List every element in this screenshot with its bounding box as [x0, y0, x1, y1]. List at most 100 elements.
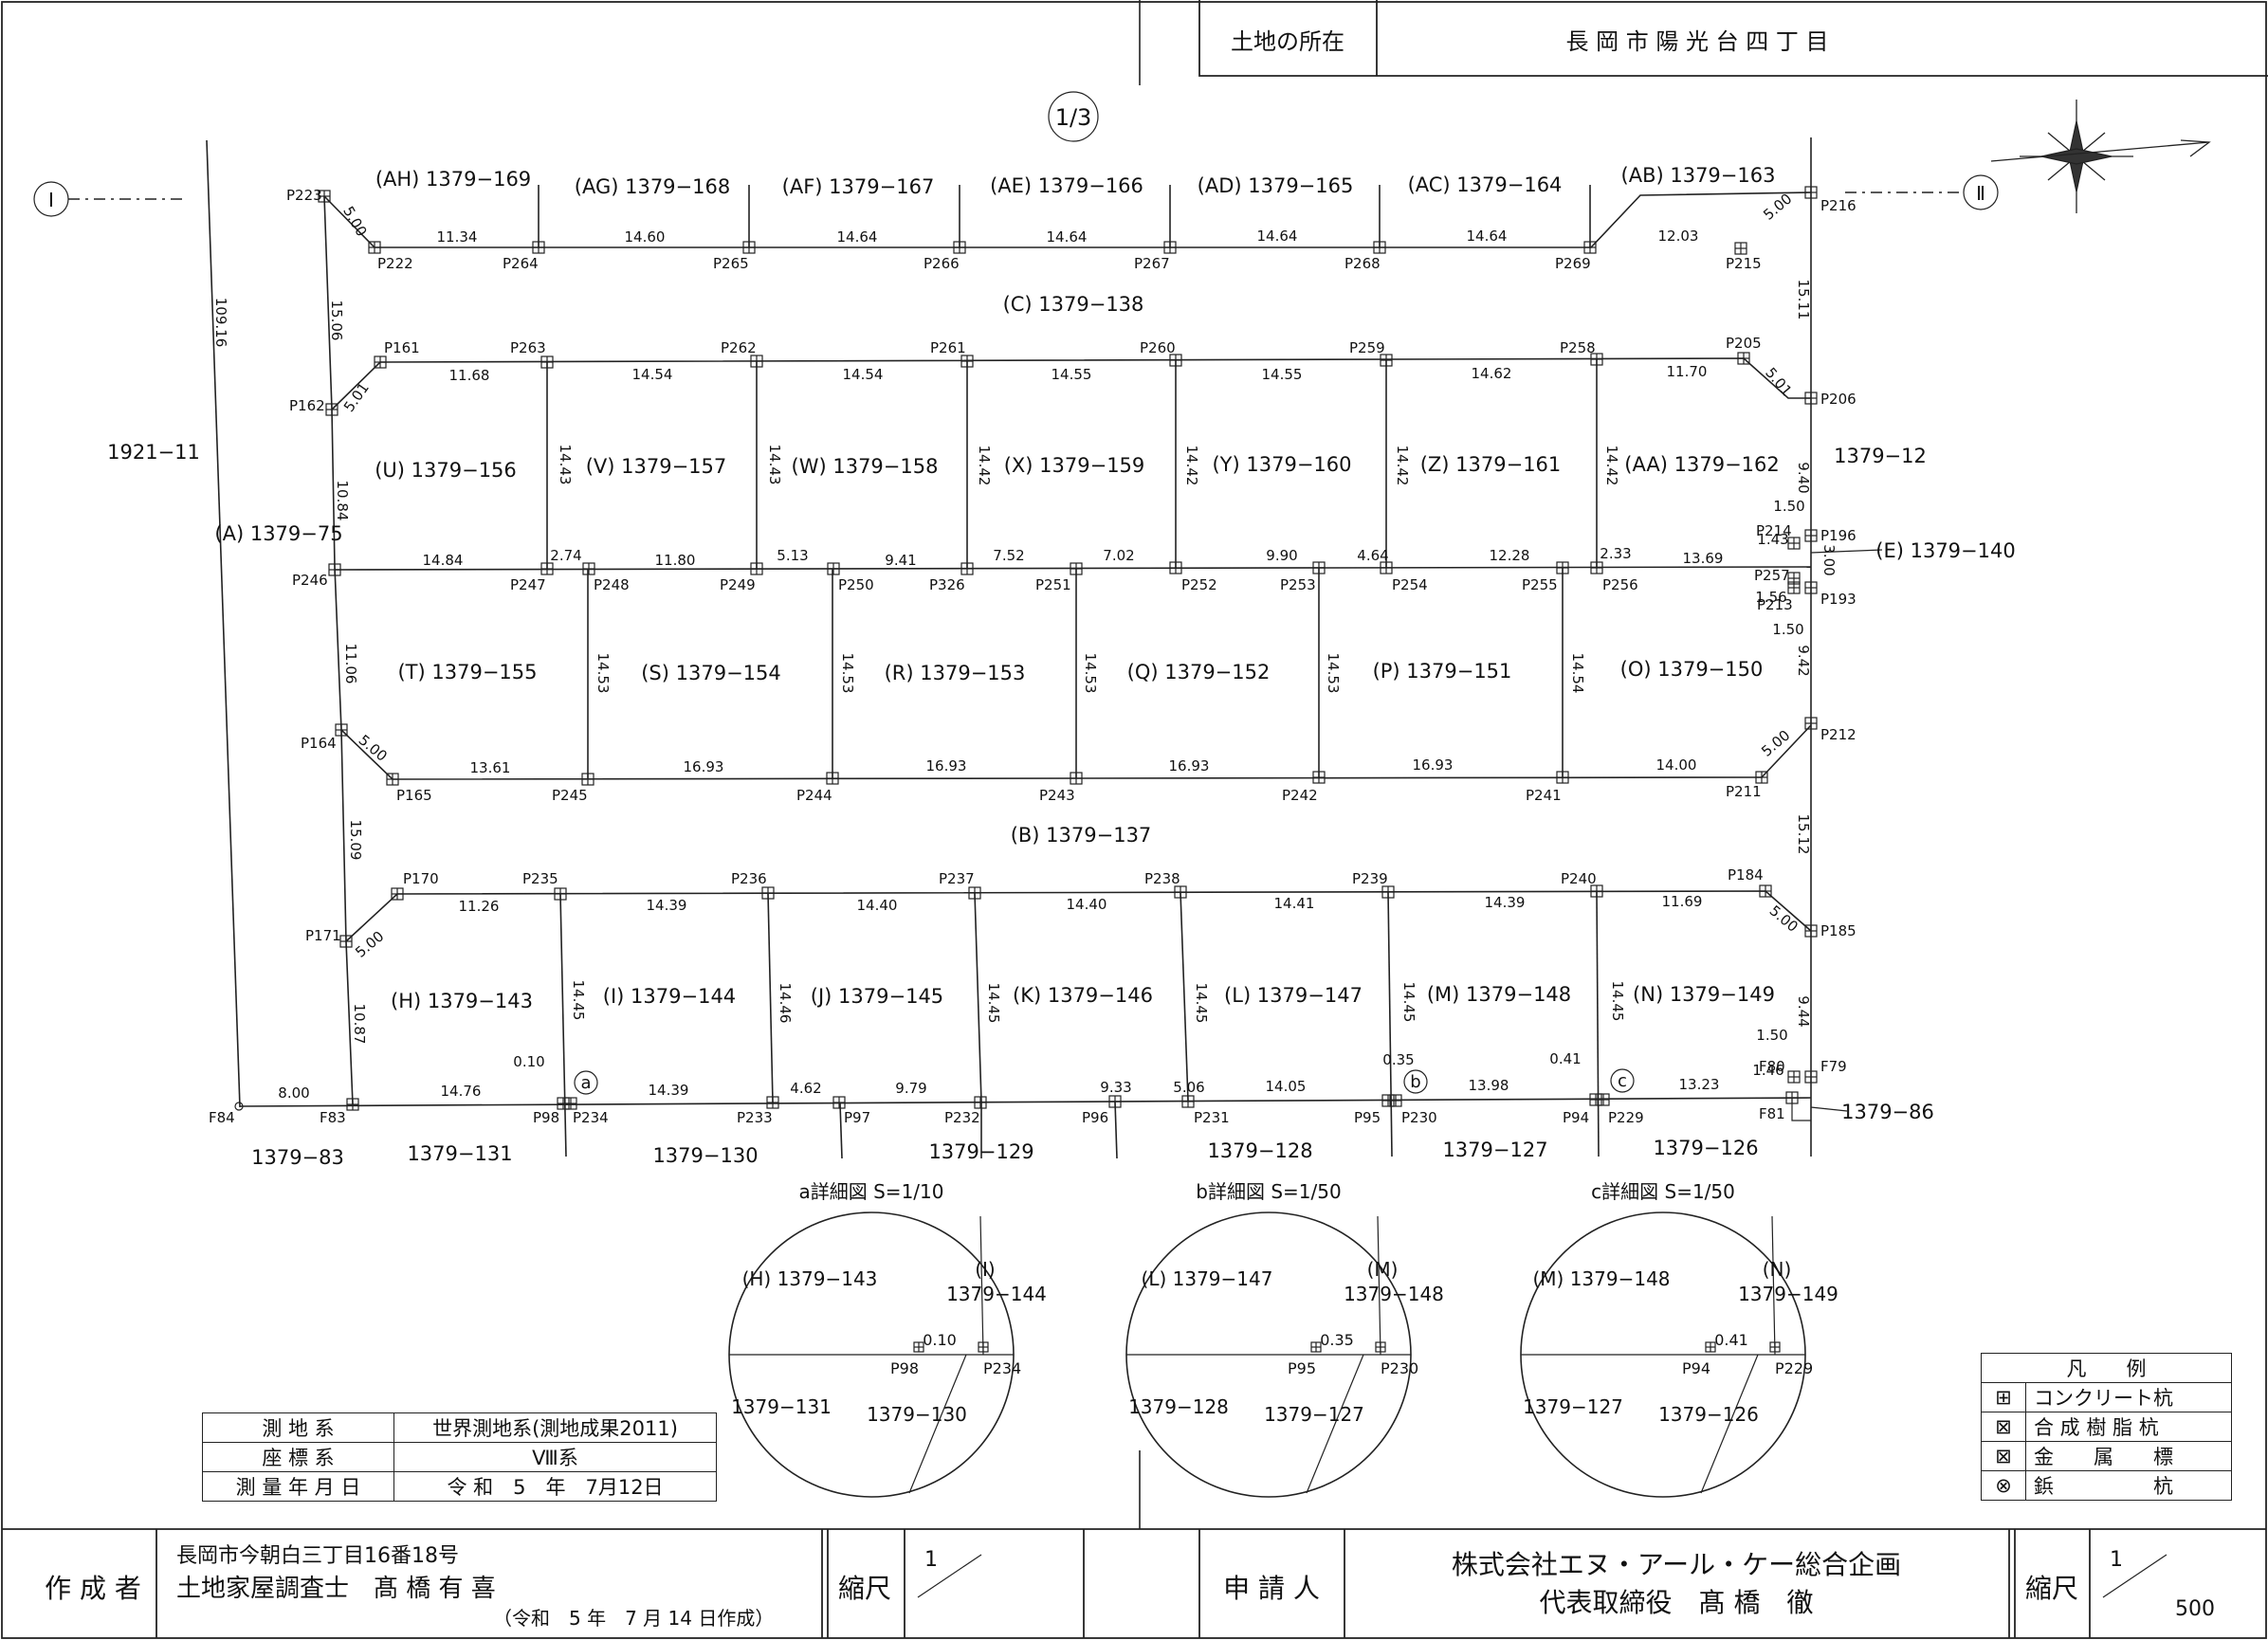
survey-key: 測 地 系 [202, 1412, 394, 1443]
distance-label: 11.06 [342, 644, 359, 684]
survey-stake-marker [234, 1102, 244, 1111]
survey-stake-marker [953, 241, 966, 254]
distance-label: 13.98 [1469, 1077, 1509, 1094]
distance-label: 1.46 [1752, 1062, 1783, 1079]
distance-label: 14.53 [839, 653, 856, 694]
survey-stake-marker [346, 1098, 359, 1111]
distance-label: 3.00 [1820, 544, 1838, 575]
distance-label: 12.03 [1658, 228, 1699, 245]
distance-label: 9.90 [1266, 547, 1297, 564]
concrete-stake-icon: ⊞ [1981, 1382, 2026, 1412]
distance-label: 5.00 [1758, 727, 1793, 760]
survey-stake-marker [974, 1096, 987, 1109]
point-label: P232 [944, 1109, 980, 1126]
detail-label: 1379−144 [946, 1283, 1047, 1305]
distance-label: 14.45 [1193, 983, 1210, 1024]
distance-label: 0.41 [1549, 1050, 1581, 1067]
distance-label: 10.84 [334, 481, 351, 521]
survey-stake-marker [761, 886, 775, 900]
distance-label: 5.01 [340, 379, 373, 415]
distance-label: 8.00 [278, 1084, 309, 1102]
north-arrow-icon [1990, 100, 2211, 213]
survey-stake-marker [1597, 1093, 1610, 1106]
point-label: P161 [384, 339, 420, 356]
detail-label: 1379−149 [1738, 1283, 1838, 1305]
distance-label: 14.42 [976, 446, 993, 486]
distance-label: 13.61 [470, 759, 511, 776]
survey-stake-marker [1312, 561, 1326, 574]
point-label: P265 [713, 255, 749, 272]
scale-right-num: 1 [2110, 1548, 2123, 1572]
scale-label-right: 縮尺 [2025, 1573, 2078, 1604]
parcel-label: (M) 1379−148 [1427, 983, 1571, 1006]
distance-label: 9.40 [1795, 462, 1812, 493]
point-label: P223 [286, 187, 322, 204]
survey-stake-marker [1787, 1070, 1801, 1084]
detail-label: 1379−130 [867, 1403, 967, 1426]
survey-stake-marker [1734, 242, 1747, 255]
survey-stake-marker [564, 1097, 577, 1110]
distance-label: 14.39 [649, 1082, 689, 1099]
point-label: P237 [939, 870, 975, 887]
parcel-label: 1921−11 [107, 441, 200, 464]
survey-stake-marker [1804, 186, 1818, 199]
point-label: P98 [533, 1109, 559, 1126]
distance-label: 5.00 [1766, 902, 1802, 936]
distance-label: 0.35 [1382, 1051, 1414, 1068]
detail-label: P95 [1288, 1359, 1316, 1377]
point-label: P184 [1728, 866, 1764, 884]
survey-stake-marker [540, 355, 554, 369]
point-label: P248 [594, 576, 630, 593]
survey-stake-marker [1070, 562, 1083, 575]
survey-stake-marker [750, 562, 763, 575]
detail-label: 1379−148 [1344, 1283, 1444, 1305]
distance-label: 1.50 [1756, 1027, 1787, 1044]
point-label: F80 [1759, 1058, 1785, 1075]
distance-label: 14.39 [1485, 894, 1526, 911]
parcel-label: (R) 1379−153 [885, 662, 1026, 684]
point-label: P253 [1280, 576, 1316, 593]
distance-label: 9.41 [885, 552, 916, 569]
legend-label: 鋲 杭 [2025, 1470, 2232, 1501]
distance-label: 16.93 [1413, 756, 1454, 774]
parcel-label: 1379−126 [1653, 1137, 1758, 1159]
distance-label: 5.01 [1762, 364, 1795, 399]
author-address: 長岡市今朝白三丁目16番18号 [176, 1544, 459, 1568]
distance-label: 4.64 [1357, 547, 1388, 564]
survey-stake-marker [339, 935, 353, 948]
point-label: P249 [720, 576, 756, 593]
detail-mark: a [580, 1073, 591, 1093]
detail-label: 0.41 [1714, 1331, 1748, 1349]
survey-stake-marker [1755, 771, 1768, 784]
point-label: P196 [1820, 527, 1856, 544]
legend-table: 凡 例 ⊞コンクリート杭 ⊠合 成 樹 脂 杭 ⊠金 属 標 ⊗鋲 杭 [1981, 1353, 2232, 1501]
survey-stake-marker [581, 773, 594, 786]
survey-stake-marker [1804, 924, 1818, 938]
applicant-company: 株式会社エヌ・アール・ケー総合企画 [1452, 1549, 1901, 1580]
point-label: P242 [1282, 787, 1318, 804]
point-label: P229 [1608, 1109, 1644, 1126]
detail-circle: a詳細図 S=1/10(H) 1379−143(I)1379−1440.10P9… [728, 1180, 1047, 1498]
survey-stake-marker [1785, 1091, 1799, 1104]
point-label: P259 [1349, 339, 1385, 356]
location-label: 土地の所在 [1231, 28, 1344, 55]
survey-stake-marker [1556, 561, 1569, 574]
distance-label: 14.42 [1183, 446, 1200, 486]
parcel-label: (K) 1379−146 [1013, 984, 1153, 1007]
distance-label: 5.00 [339, 204, 370, 240]
distance-label: 2.74 [550, 547, 581, 564]
distance-label: 14.53 [1325, 653, 1342, 694]
survey-stake-marker [1804, 717, 1818, 730]
distance-label: 11.70 [1667, 363, 1708, 380]
parcel-label: (W) 1379−158 [792, 455, 939, 478]
applicant-rep: 代表取締役 髙 橋 徹 [1540, 1587, 1814, 1618]
parcel-label: (AF) 1379−167 [782, 175, 935, 198]
distance-label: 9.33 [1100, 1079, 1131, 1096]
point-label: F84 [209, 1109, 235, 1126]
parcel-label: 1379−129 [928, 1140, 1033, 1163]
survey-stake-marker [1070, 772, 1083, 785]
parcel-label: (Q) 1379−152 [1127, 661, 1271, 683]
detail-label: b詳細図 S=1/50 [1196, 1180, 1341, 1203]
point-label: P171 [305, 927, 341, 944]
